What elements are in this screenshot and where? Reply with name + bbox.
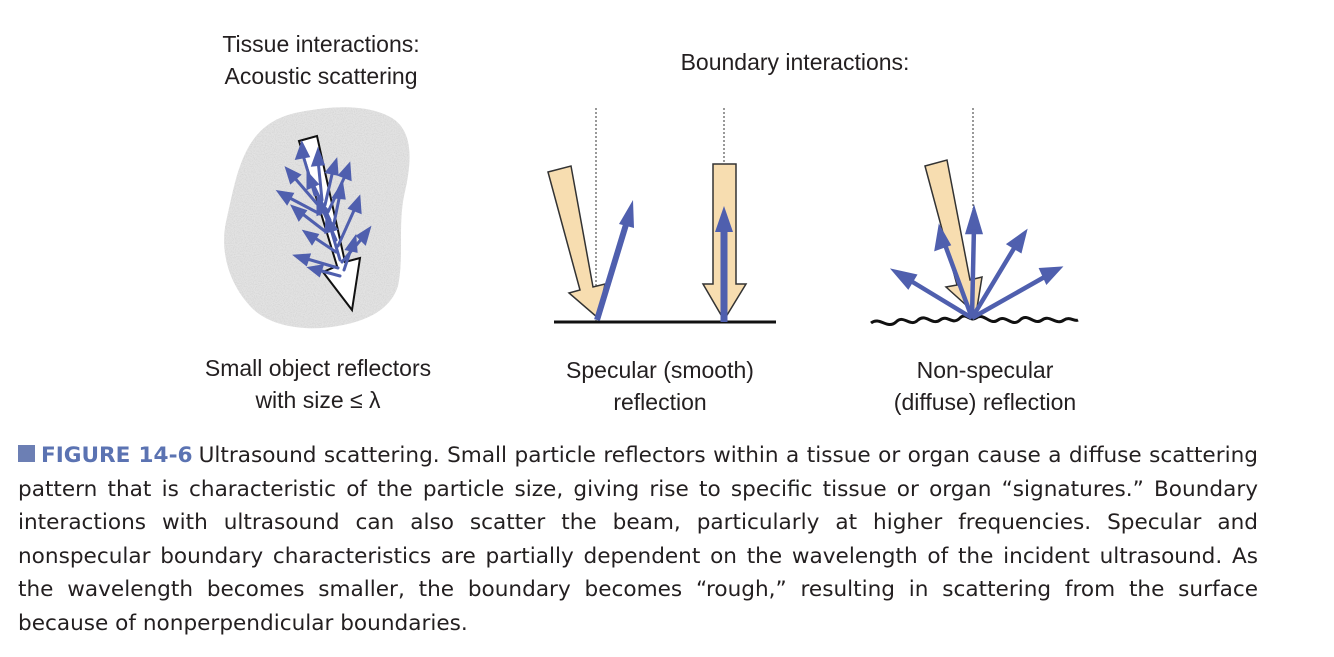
small-object-caption-line1: Small object reflectors [204, 355, 432, 381]
boundary-interactions-heading: Boundary interactions: [640, 46, 950, 78]
figure-illustration [224, 107, 1079, 329]
scattered-arrows [275, 140, 372, 278]
tissue-heading-line1: Tissue interactions: [222, 31, 420, 57]
nonspecular-caption-line1: Non-specular [916, 357, 1054, 383]
tissue-speckle [224, 107, 410, 329]
nonspecular-reflection-caption: Non-specular (diffuse) reflection [860, 354, 1110, 418]
small-object-caption-line2: with size ≤ λ [255, 387, 381, 413]
specular-reflected-arrow-perpendicular [715, 206, 733, 322]
tissue-region [224, 107, 410, 329]
tissue-heading-line2: Acoustic scattering [224, 63, 418, 89]
tissue-interactions-heading: Tissue interactions: Acoustic scattering [196, 28, 446, 92]
specular-reflection-caption: Specular (smooth) reflection [530, 354, 790, 418]
specular-caption-line1: Specular (smooth) [566, 357, 754, 383]
specular-diagram [547, 108, 776, 324]
specular-reflected-arrow-oblique [594, 200, 634, 321]
figure-caption-text: Ultrasound scattering. Small particle re… [18, 443, 1258, 636]
caption-square-icon [18, 445, 35, 462]
specular-caption-line2: reflection [613, 389, 707, 415]
small-object-reflectors-caption: Small object reflectors with size ≤ λ [168, 352, 468, 416]
boundary-heading-text: Boundary interactions: [680, 49, 910, 75]
figure-label: FIGURE 14-6 [41, 443, 193, 468]
diffuse-reflected-arrows [889, 204, 1064, 320]
nonspecular-incident-arrow [924, 159, 983, 316]
nonspecular-caption-line2: (diffuse) reflection [893, 389, 1077, 415]
nonspecular-diagram [870, 108, 1079, 327]
